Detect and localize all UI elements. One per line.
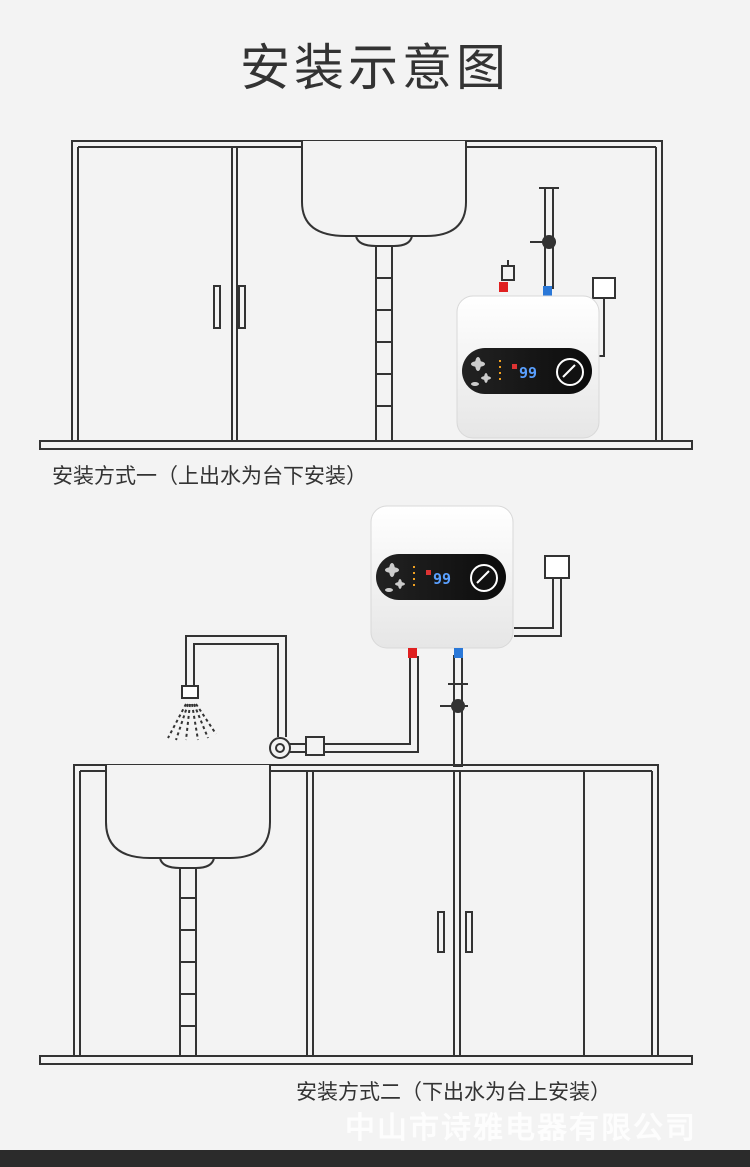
temperature-display: 99: [433, 570, 451, 588]
cabinet-handle: [238, 285, 246, 329]
temperature-knob: [470, 564, 498, 592]
cabinet-2: [39, 764, 693, 1065]
hot-outlet-connector: [499, 282, 508, 292]
cold-inlet-valve-1: [530, 187, 559, 289]
page-title: 安装示意图: [240, 39, 510, 97]
flower-decoration: [385, 563, 405, 592]
temperature-knob: [556, 358, 584, 386]
mixing-tap: [269, 736, 325, 759]
cold-inlet-connector: [454, 648, 463, 658]
water-heater-1: 99: [456, 282, 600, 439]
temperature-display: 99: [519, 364, 537, 382]
company-watermark: 中山市诗雅电器有限公司: [345, 1111, 697, 1146]
power-socket-2: [514, 555, 570, 637]
hot-outlet-connector: [408, 648, 417, 658]
bottom-strip: [0, 1150, 750, 1167]
power-socket-1: [592, 277, 616, 357]
sink-2: [105, 765, 271, 869]
sink-1: [301, 141, 467, 247]
control-panel: [462, 348, 592, 394]
cold-inlet-connector: [543, 286, 552, 296]
cabinet-handle: [213, 285, 221, 329]
water-heater-2: 99: [370, 505, 514, 658]
control-panel: [376, 554, 506, 600]
hot-outlet-pipe-2: [324, 656, 419, 753]
cabinet-handle: [465, 911, 473, 953]
drain-pipe-1: [375, 245, 393, 442]
flower-decoration: [471, 357, 491, 386]
cold-inlet-valve-2: [440, 655, 468, 767]
cabinet-handle: [437, 911, 445, 953]
hot-outlet-valve-1: [501, 260, 515, 281]
method-2-caption: 安装方式二（下出水为台上安装）: [296, 1080, 611, 1104]
shower-pipe: [167, 635, 287, 741]
drain-pipe-2: [179, 867, 197, 1057]
method-1-caption: 安装方式一（上出水为台下安装）: [52, 464, 367, 488]
